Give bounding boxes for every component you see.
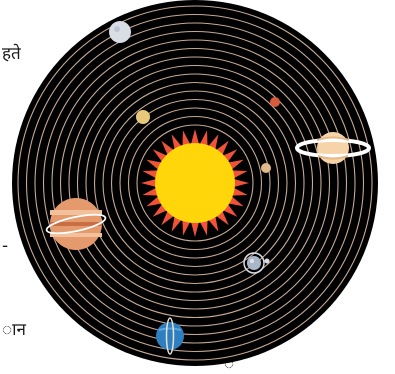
moon-top xyxy=(109,21,131,43)
small-red-planet xyxy=(270,97,280,107)
small-tan-planet xyxy=(261,163,271,173)
sun-core xyxy=(155,143,235,223)
mercury xyxy=(136,110,150,124)
